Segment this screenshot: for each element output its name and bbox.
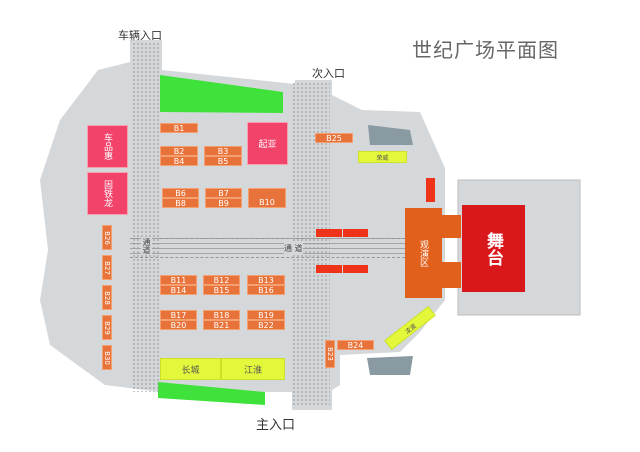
brand-label: 车品惠 xyxy=(102,133,112,160)
green-area-bottom xyxy=(158,382,265,405)
viewing-area-connector-bottom xyxy=(441,262,461,288)
booth-b13[interactable]: B13 xyxy=(247,275,285,285)
booth-b19[interactable]: B19 xyxy=(247,310,285,320)
brand-yellow-top[interactable]: 荣威 xyxy=(358,151,407,163)
booth-b11[interactable]: B11 xyxy=(160,275,197,285)
aisle-label-left: 通道 xyxy=(141,238,152,254)
booth-b5[interactable]: B5 xyxy=(204,156,242,166)
booth-b18[interactable]: B18 xyxy=(203,310,240,320)
booth-b17[interactable]: B17 xyxy=(160,310,197,320)
brand-jianghuai[interactable]: 江淮 xyxy=(221,358,285,380)
booth-b21[interactable]: B21 xyxy=(203,320,240,330)
stage[interactable]: 舞台 xyxy=(462,205,525,292)
booth-b28[interactable]: B28 xyxy=(102,285,112,310)
gray-block-top xyxy=(368,125,413,145)
viewing-area[interactable]: 观演区 xyxy=(405,208,442,298)
booth-label: B30 xyxy=(103,350,111,365)
booth-label: B26 xyxy=(103,230,111,245)
brand-tietielong[interactable]: 固铁龙 xyxy=(87,172,128,215)
red-booth[interactable] xyxy=(343,265,368,273)
booth-b12[interactable]: B12 xyxy=(203,275,240,285)
booth-b24[interactable]: B24 xyxy=(337,340,374,350)
booth-b27[interactable]: B27 xyxy=(102,255,112,280)
green-area-top xyxy=(160,75,283,113)
booth-label: B29 xyxy=(103,320,111,335)
vehicle-entrance-label: 车辆入口 xyxy=(118,29,162,42)
viewing-area-connector-top xyxy=(441,215,461,238)
red-booth[interactable] xyxy=(316,265,342,273)
booth-b22[interactable]: B22 xyxy=(247,320,285,330)
booth-b26[interactable]: B26 xyxy=(102,225,112,250)
red-booth-small[interactable] xyxy=(426,178,435,202)
booth-b3[interactable]: B3 xyxy=(204,146,242,156)
aisle-label-center: 通 道 xyxy=(284,243,303,254)
gray-block-bottom xyxy=(367,356,413,375)
booth-b29[interactable]: B29 xyxy=(102,315,112,340)
secondary-entrance-label: 次入口 xyxy=(312,67,345,80)
main-entrance-label: 主入口 xyxy=(256,418,296,433)
booth-b7[interactable]: B7 xyxy=(205,188,242,198)
red-booth[interactable] xyxy=(316,229,342,237)
brand-kia[interactable]: 起亚 xyxy=(247,122,288,165)
booth-label: B23 xyxy=(326,347,334,361)
booth-b9[interactable]: B9 xyxy=(205,198,242,208)
booth-b23[interactable]: B23 xyxy=(325,340,335,368)
brand-changcheng[interactable]: 长城 xyxy=(160,358,221,380)
brand-label: 固铁龙 xyxy=(102,180,112,207)
booth-b6[interactable]: B6 xyxy=(162,188,199,198)
booth-b25[interactable]: B25 xyxy=(315,133,353,143)
red-booth[interactable] xyxy=(343,229,368,237)
booth-b20[interactable]: B20 xyxy=(160,320,197,330)
map-title: 世纪广场平面图 xyxy=(412,38,559,62)
booth-label: B27 xyxy=(103,260,111,275)
booth-b1[interactable]: B1 xyxy=(160,123,198,133)
horizontal-aisle xyxy=(130,238,405,258)
vertical-aisle-left xyxy=(132,42,160,392)
booth-b2[interactable]: B2 xyxy=(160,146,198,156)
booth-b8[interactable]: B8 xyxy=(162,198,199,208)
brand-chepinhui[interactable]: 车品惠 xyxy=(87,125,128,168)
stage-label: 舞台 xyxy=(483,231,503,266)
booth-b14[interactable]: B14 xyxy=(160,285,197,295)
viewing-area-label: 观演区 xyxy=(418,239,428,267)
booth-b16[interactable]: B16 xyxy=(247,285,285,295)
booth-b4[interactable]: B4 xyxy=(160,156,198,166)
booth-b15[interactable]: B15 xyxy=(203,285,240,295)
booth-b30[interactable]: B30 xyxy=(102,345,112,370)
booth-b10[interactable]: B10 xyxy=(248,188,286,208)
booth-label: B28 xyxy=(103,290,111,305)
